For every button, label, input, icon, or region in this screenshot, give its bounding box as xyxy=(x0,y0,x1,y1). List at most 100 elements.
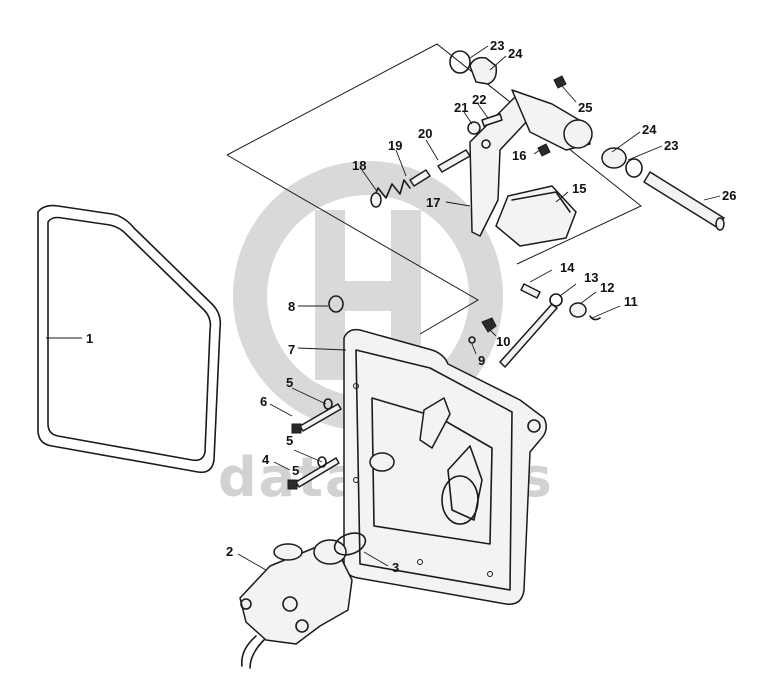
callout-15: 15 xyxy=(572,181,586,196)
leader-line xyxy=(627,145,663,161)
bushing xyxy=(569,302,587,318)
plate-inner-flange xyxy=(355,349,513,591)
pedal-bracket-plate xyxy=(343,328,547,605)
callout-16: 16 xyxy=(512,148,526,163)
leader-line xyxy=(559,283,577,297)
plate-mount-hole xyxy=(527,419,541,433)
callout-20: 20 xyxy=(418,126,432,141)
push-rod xyxy=(499,303,558,368)
gasket-inner-edge xyxy=(47,216,212,462)
leader-line xyxy=(489,55,507,71)
leader-lines xyxy=(46,45,721,571)
leader-line xyxy=(471,343,477,355)
leader-line xyxy=(477,103,489,119)
shaft-assembly xyxy=(449,50,725,231)
leader-line xyxy=(703,195,721,201)
callout-10: 10 xyxy=(496,334,510,349)
pedal-pivot-hole xyxy=(481,139,491,149)
callout-18: 18 xyxy=(352,158,366,173)
callout-14: 14 xyxy=(560,260,575,275)
callout-11: 11 xyxy=(624,294,638,309)
leader-line xyxy=(291,387,327,405)
bushing-right xyxy=(601,147,627,169)
leader-line xyxy=(469,45,489,59)
callout-5: 5 xyxy=(286,375,293,390)
plate-bolt-hole xyxy=(353,477,359,483)
lower-outline-frame xyxy=(226,154,479,335)
callout-labels: 1 2 3 4 5 5 5 6 7 8 9 10 11 12 13 14 15 … xyxy=(86,38,736,575)
callout-1: 1 xyxy=(86,331,93,346)
leader-line xyxy=(555,191,569,203)
leader-line xyxy=(579,291,597,305)
pedal-hub-bore xyxy=(563,119,593,149)
spring-coils xyxy=(371,179,411,203)
callout-21: 21 xyxy=(454,100,468,115)
plate-rib xyxy=(447,445,483,521)
leader-line xyxy=(425,139,439,161)
callout-5: 5 xyxy=(292,463,299,478)
pedal-assembly xyxy=(469,89,593,247)
leader-line xyxy=(591,305,621,319)
pivot-shaft xyxy=(643,171,725,229)
ring-right xyxy=(625,158,643,178)
plate-bolt-hole xyxy=(353,383,359,389)
bolt-22 xyxy=(481,113,503,127)
nut-25 xyxy=(553,75,567,89)
washer-upper xyxy=(323,398,333,410)
callout-13: 13 xyxy=(584,270,598,285)
pivot-shaft-end xyxy=(715,217,725,231)
washer xyxy=(328,295,344,313)
cylinder-hose xyxy=(249,639,265,669)
callout-6: 6 xyxy=(260,394,267,409)
leader-line xyxy=(237,553,267,571)
ring-left xyxy=(449,50,471,74)
callout-12: 12 xyxy=(600,280,614,295)
callout-24: 24 xyxy=(508,46,523,61)
retaining-clip xyxy=(589,315,601,321)
callout-9: 9 xyxy=(478,353,485,368)
pedal-pad-groove xyxy=(511,191,571,213)
callout-23: 23 xyxy=(490,38,504,53)
plate-body xyxy=(343,328,547,605)
cylinder-port-main xyxy=(313,539,347,565)
cylinder-port-side xyxy=(295,619,309,633)
callout-7: 7 xyxy=(288,342,295,357)
washer-lower xyxy=(317,456,327,468)
callout-19: 19 xyxy=(388,138,402,153)
leader-line xyxy=(273,461,291,471)
clevis-eye xyxy=(549,293,563,307)
callout-26: 26 xyxy=(722,188,736,203)
callout-3: 3 xyxy=(392,560,399,575)
leader-line xyxy=(463,111,473,125)
cylinder-port-side xyxy=(282,596,298,612)
leader-line xyxy=(363,551,389,567)
pedal-pad xyxy=(495,185,577,247)
bolt-upper xyxy=(299,403,342,432)
hex-nut xyxy=(481,317,497,333)
nut-16 xyxy=(537,143,551,157)
callout-5: 5 xyxy=(286,433,293,448)
ball-21 xyxy=(467,121,481,135)
leader-line xyxy=(361,169,377,191)
small-washer xyxy=(468,336,476,344)
leader-line xyxy=(395,149,407,177)
bolt-lower-head xyxy=(287,479,298,490)
master-cylinder xyxy=(239,539,353,669)
callout-22: 22 xyxy=(472,92,486,107)
return-spring-assembly xyxy=(370,149,471,208)
plate-bolt-hole xyxy=(487,571,493,577)
callout-25: 25 xyxy=(578,100,592,115)
spring-rod xyxy=(409,169,431,187)
gasket-frame xyxy=(37,204,222,474)
gasket-outer-edge xyxy=(37,204,222,474)
plate-lever-tab xyxy=(419,397,451,449)
callout-8: 8 xyxy=(288,299,295,314)
push-rod-assembly xyxy=(499,283,601,368)
leader-line xyxy=(445,201,471,207)
bolts-group xyxy=(287,398,342,490)
plate-bolt-hole xyxy=(417,559,423,565)
leader-line xyxy=(489,329,497,337)
callout-23: 23 xyxy=(664,138,678,153)
leader-line xyxy=(269,403,293,417)
